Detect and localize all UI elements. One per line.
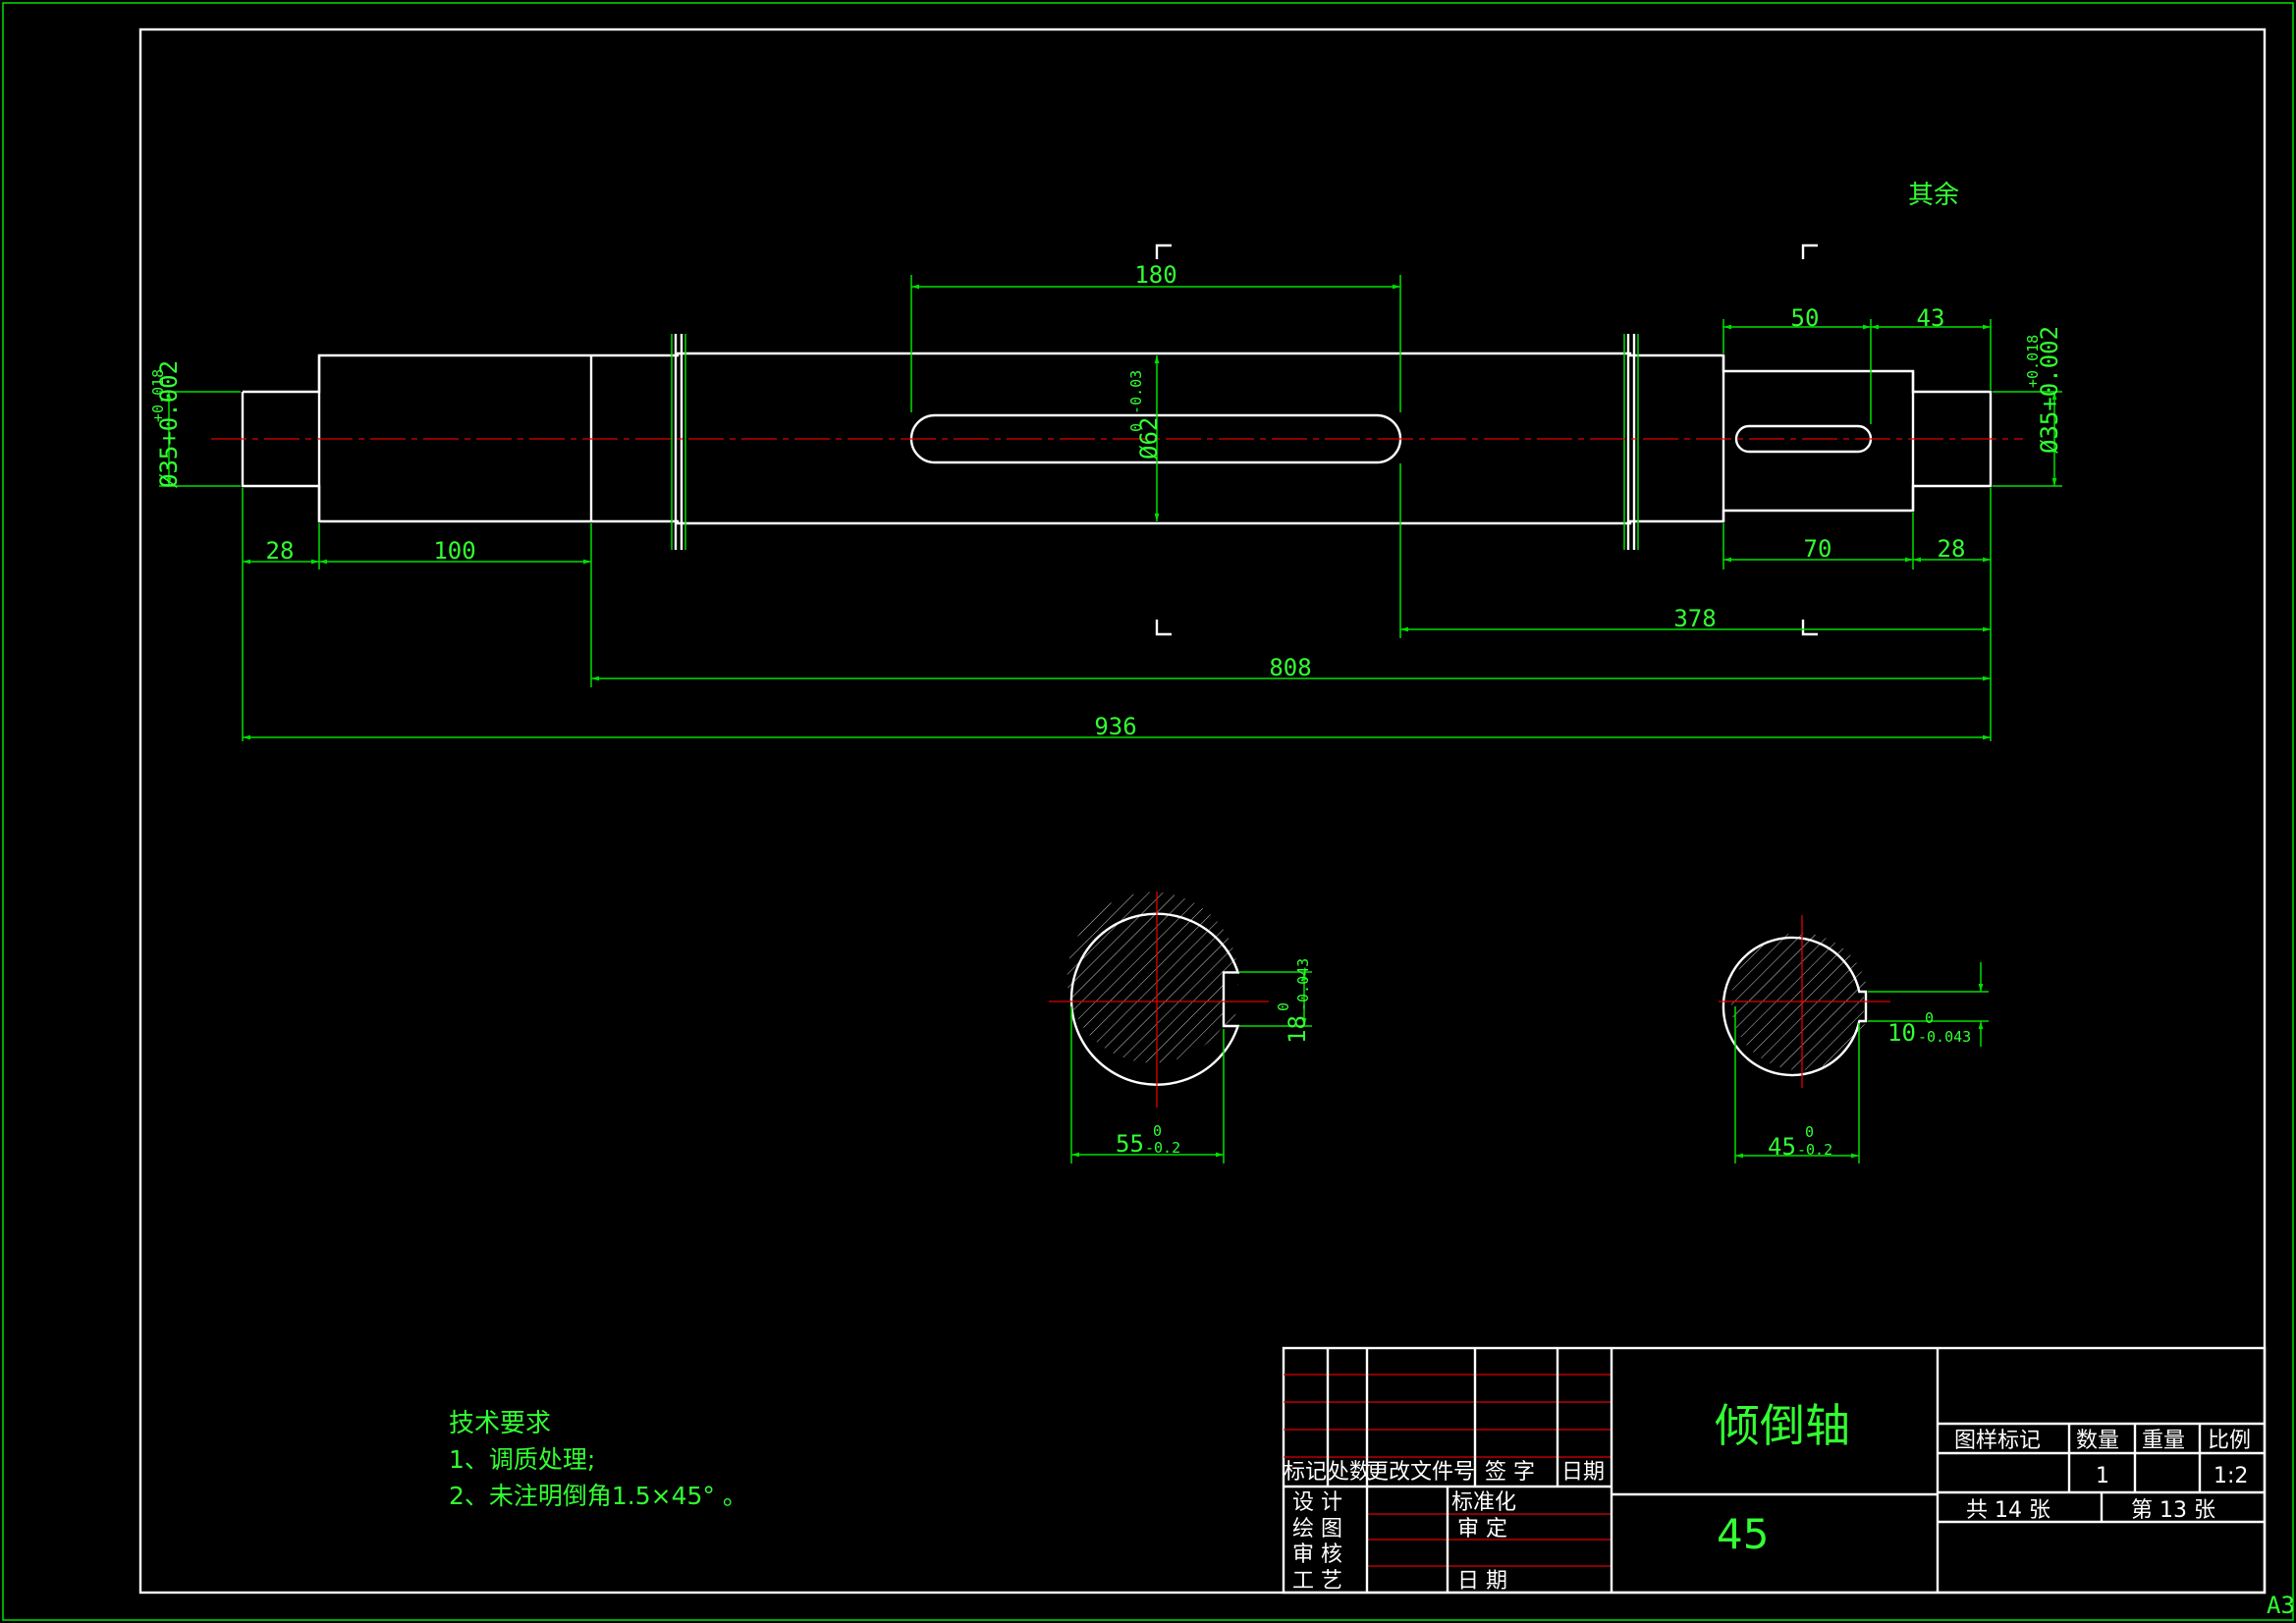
sec-b-depth-tol-lower: -0.2 [1797,1141,1832,1159]
tb-sheet-number: 第 13 张 [2131,1498,2215,1523]
dim-100: 100 [433,537,475,565]
sec-b-width: 10 [1887,1019,1916,1047]
sec-a-depth: 55 [1116,1130,1144,1158]
sec-a-depth-tol-lower: -0.2 [1145,1139,1180,1157]
tb-role-check: 审 核 [1292,1542,1342,1567]
roughness-note: 其余 [1908,181,1959,210]
dim-dia-left: Ø35+0.002 [155,360,183,488]
section-markers [1155,243,1818,636]
tb-info-header-4: 比例 [2208,1429,2251,1453]
dim-28-right: 28 [1938,535,1966,563]
dim-180: 180 [1134,261,1176,289]
dim-808: 808 [1269,654,1311,681]
tech-req-item-1: 1、调质处理; [449,1445,595,1474]
section-a [1049,892,1312,1163]
dim-dia-right-upper: +0.018 [2024,335,2042,388]
title-block [1282,1346,2267,1595]
sec-a-width-tol-lower: -0.043 [1294,958,1312,1011]
dim-dia-mid-tol: 0 -0.03 [1127,370,1145,432]
sec-b-depth: 45 [1768,1133,1796,1161]
tb-role-standard: 标准化 [1451,1490,1516,1515]
dim-70: 70 [1804,535,1832,563]
tech-req-title: 技术要求 [449,1409,551,1438]
dim-28-left: 28 [266,537,295,565]
dim-50: 50 [1791,304,1820,332]
tb-rev-header-5: 日期 [1561,1460,1605,1485]
tb-quantity: 1 [2096,1464,2109,1488]
sec-a-depth-tol-upper: 0 [1153,1122,1162,1140]
dim-dia-right: Ø35+0.002 [2036,326,2063,454]
tb-info-header-2: 数量 [2076,1429,2119,1453]
dim-dia-mid: Ø62 [1135,417,1163,460]
sec-b-depth-tol-upper: 0 [1805,1123,1814,1141]
sec-b-width-tol-upper: 0 [1925,1009,1934,1027]
sec-b-width-tol-lower: -0.043 [1918,1028,1971,1046]
dim-43: 43 [1917,304,1945,332]
tb-rev-header-3: 更改文件号 [1367,1460,1475,1485]
tb-role-approve: 审 定 [1457,1517,1507,1542]
dim-936: 936 [1094,713,1136,740]
tb-role-date: 日 期 [1457,1569,1507,1594]
tb-rev-header-2: 处数 [1328,1460,1371,1485]
shaft-outline [241,334,1993,550]
tb-info-header-3: 重量 [2142,1429,2185,1453]
sec-a-width: 18 [1284,1015,1311,1044]
tb-rev-header-1: 标记 [1284,1460,1327,1485]
tech-req-item-2: 2、未注明倒角1.5×45° 。 [449,1482,747,1510]
tb-sheets-total: 共 14 张 [1966,1498,2050,1523]
section-b [1719,915,1989,1163]
dim-dia-left-upper: +0.018 [149,369,167,422]
tb-part-name: 倾倒轴 [1715,1399,1850,1452]
dim-378: 378 [1673,605,1716,632]
tb-info-header-1: 图样标记 [1954,1429,2041,1453]
tb-role-draw: 绘 图 [1292,1517,1342,1542]
tb-rev-header-4: 签 字 [1485,1460,1535,1485]
tb-role-process: 工 艺 [1292,1569,1342,1594]
tb-material: 45 [1717,1510,1769,1558]
sec-a-width-tol-upper: 0 [1275,1002,1292,1011]
dimension-lines [159,275,2062,741]
tb-scale: 1:2 [2214,1464,2248,1488]
tb-role-design: 设 计 [1292,1490,1342,1515]
sheet-size-label: A3 [2267,1592,2295,1619]
